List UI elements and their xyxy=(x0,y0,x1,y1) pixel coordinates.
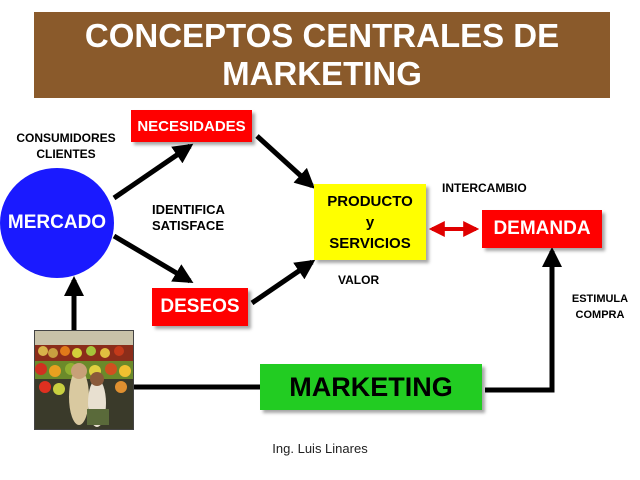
footer-author: Ing. Luis Linares xyxy=(272,441,368,456)
intercambio-label: INTERCAMBIO xyxy=(442,181,527,195)
necesidades-label: NECESIDADES xyxy=(137,117,246,135)
arrow-deseos-to-producto xyxy=(250,259,316,306)
consumidores-clientes-label: CONSUMIDORES CLIENTES xyxy=(14,130,118,162)
title-line-2: MARKETING xyxy=(222,55,422,92)
estimula-text: ESTIMULA xyxy=(571,293,629,305)
producto-label-1: PRODUCTO xyxy=(327,192,413,210)
deseos-node: DESEOS xyxy=(152,288,248,326)
title-banner: CONCEPTOS CENTRALES DE MARKETING xyxy=(34,12,610,98)
mercado-node: MERCADO xyxy=(0,168,114,278)
arrow-necesidades-to-producto xyxy=(255,134,315,189)
consumidores-text: CONSUMIDORES xyxy=(16,131,116,145)
valor-label: VALOR xyxy=(338,273,380,287)
identifica-text: IDENTIFICA xyxy=(152,202,225,217)
arrow-marketing-to-demanda xyxy=(485,247,562,393)
marketing-label: MARKETING xyxy=(289,371,453,402)
arrow-mercado-to-deseos xyxy=(112,233,194,284)
mercado-label: MERCADO xyxy=(7,212,107,233)
producto-label-2: y xyxy=(365,213,375,231)
producto-label-3: SERVICIOS xyxy=(329,234,411,252)
compra-text: COMPRA xyxy=(575,309,625,321)
identifica-satisface-label: IDENTIFICA SATISFACE xyxy=(152,202,225,234)
title-line-1: CONCEPTOS CENTRALES DE xyxy=(84,17,560,54)
arrow-mercado-to-necesidades xyxy=(112,143,194,201)
clientes-text: CLIENTES xyxy=(36,147,96,161)
demanda-node: DEMANDA xyxy=(482,210,602,248)
deseos-label: DESEOS xyxy=(160,296,240,317)
demanda-label: DEMANDA xyxy=(493,218,591,239)
estimula-compra-label: ESTIMULA COMPRA xyxy=(560,291,640,323)
marketing-node: MARKETING xyxy=(260,364,482,410)
satisface-text: SATISFACE xyxy=(152,218,224,233)
market-produce-photo xyxy=(34,330,134,430)
producto-servicios-node: PRODUCTO y SERVICIOS xyxy=(314,184,426,260)
necesidades-node: NECESIDADES xyxy=(131,110,252,142)
